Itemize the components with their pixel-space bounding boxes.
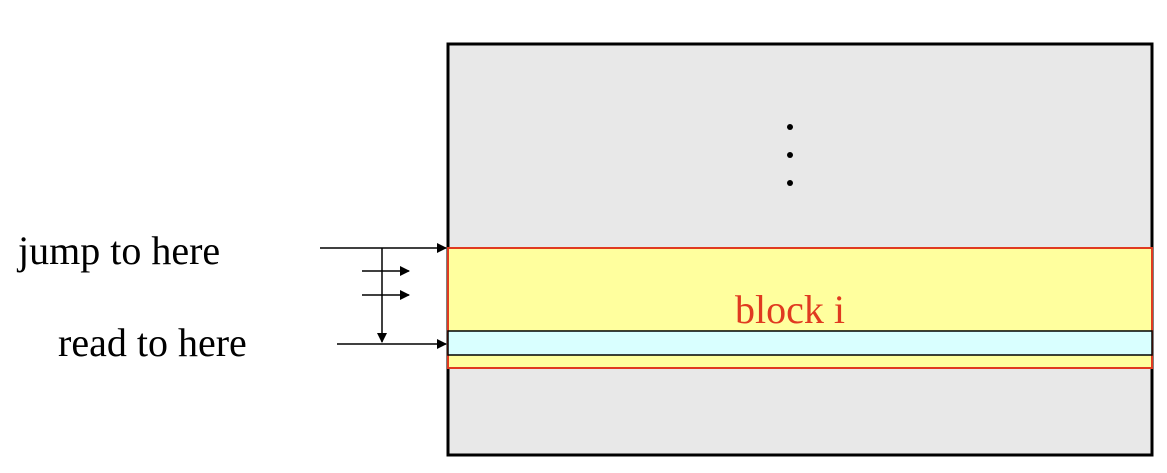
block-label: block i [735, 287, 845, 332]
ellipsis [787, 124, 793, 186]
ellipsis-dot [787, 124, 793, 130]
jump-label: jump to here [18, 228, 221, 273]
ellipsis-dot [787, 152, 793, 158]
read-strip [447, 330, 1153, 356]
ellipsis-dot [787, 180, 793, 186]
read-label: read to here [58, 320, 247, 365]
